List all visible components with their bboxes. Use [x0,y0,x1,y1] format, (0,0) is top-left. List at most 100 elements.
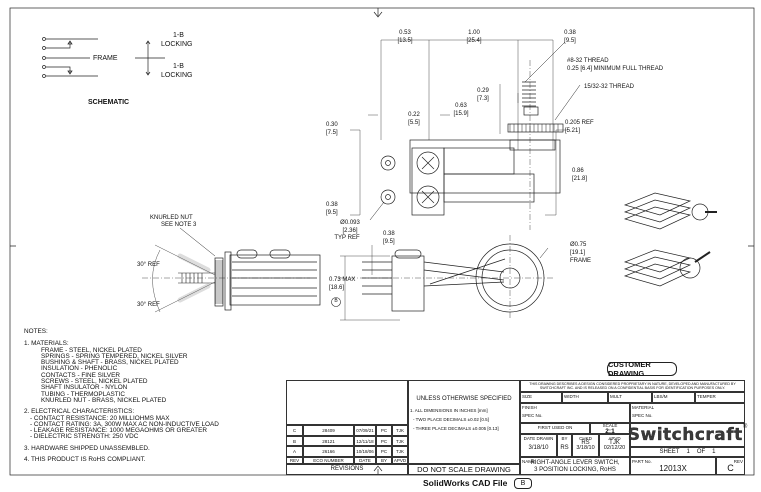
solidworks-cad-file-label: SolidWorks CAD File [423,478,508,488]
eco-header: ECO NUMBER [303,457,354,464]
electrical-item: - DIELECTRIC STRENGTH: 250 VDC [30,433,139,441]
tolerance-line: - THREE PLACE DECIMALS ±0.005 [0.13] [413,426,499,431]
date-drawn-label: DATE DRAWN [523,436,554,441]
electrical-item: - LEAKAGE RESISTANCE: 1000 MEGAOHMS OR G… [30,427,207,435]
tolerance-line: 1. ALL DIMENSIONS IN INCHES [mm] [410,408,488,413]
eco-cell: 28121 [303,436,354,446]
rev-cell: A [286,446,303,457]
isometric-views [623,192,717,287]
center-mark-top [373,8,383,18]
tolerance-block: UNLESS OTHERWISE SPECIFIED 1. ALL DIMENS… [408,380,520,464]
front-view-drawing [331,235,555,321]
by-cell: PC [376,436,392,446]
dim-frame-label: FRAME [570,258,591,264]
part-number-label: PART No. [632,459,652,464]
angle-ref-top: 30° REF [137,262,160,268]
sheet-total: 1 [712,448,716,455]
tolerance-line: - TWO PLACE DECIMALS ±0.02 [0.5] [413,417,489,422]
date-header: DATE [354,457,376,464]
schematic-symbol [42,37,165,78]
material-item: BUSHING & SHAFT - BRASS, NICKEL PLATED [41,359,179,367]
material-item: KNURLED NUT - BRASS, NICKEL PLATED [41,396,167,404]
note-4: 4. THIS PRODUCT IS RoHS COMPLIANT. [24,456,146,464]
dim-029-mm: [7.3] [477,96,489,102]
material-item: SCREWS - STEEL, NICKEL PLATED [41,378,148,386]
apvd-cell: TJK [392,446,408,457]
apvd-cell: TJK [392,436,408,446]
tolerance-title: UNLESS OTHERWISE SPECIFIED [416,396,512,402]
notes-title: NOTES: [24,328,48,335]
size-field: SIZE [520,392,562,403]
sheet-number: 1 [686,448,690,455]
temper-field: TEMPER [695,392,745,403]
apvd-header: APVD [392,457,408,464]
revision-marker: B [334,298,338,304]
eco-cell: 28409 [303,425,354,436]
part-number-field: PART No.12013X [630,457,716,475]
finish-field: FINISH SPEC No. [520,403,630,423]
checked-date: 3/18/10 [576,445,595,451]
logo-text: Switchcraft [627,424,743,445]
material-spec-label: SPEC No. [632,413,653,418]
lbsm-field: LBS/M [652,392,695,403]
thread-callout-2: 15/32-32 THREAD [584,84,634,90]
schematic-title: SCHEMATIC [88,99,130,106]
dim-dia-093: Ø0.093 [340,220,360,226]
angle-ref-bottom: 30° REF [137,302,160,308]
part-name-line-1: RIGHT-ANGLE LEVER SWITCH, [530,460,620,466]
schematic-frame-label: FRAME [93,55,118,62]
name-label: NAME [522,459,536,464]
schematic-lock-top: 1-B [173,32,184,39]
material-item: INSULATION - PHENOLIC [41,365,118,373]
dim-038-side: 0.38 [326,202,338,208]
checked-by: RS [581,440,590,446]
mult-field: MULT [608,392,652,403]
dim-086: 0.86 [572,168,584,174]
schematic-lock-top-label: LOCKING [161,41,193,48]
dim-063-mm: [15.9] [453,111,469,117]
eco-cell: 26166 [303,446,354,457]
date-cell: 12/11/18 [354,436,376,446]
material-item: CONTACTS - FINE SILVER [41,371,120,379]
material-item: FRAME - STEEL, NICKEL PLATED [41,346,142,354]
schematic-lock-bottom: 1-B [173,63,184,70]
dim-038-top: 0.38 [564,30,576,36]
rev-value: C [727,463,734,473]
dim-typ-ref: TYP REF [334,235,360,241]
customer-drawing-badge: CUSTOMER DRAWING [607,360,677,378]
dim-100-mm: [25.4] [466,38,482,44]
dim-063: 0.63 [455,103,467,109]
approved-label: APVD [608,436,621,441]
by-header: BY [376,457,392,464]
dim-0205-mm: [5.21] [565,128,581,134]
sheet-label: SHEET [659,448,680,455]
cad-file-revision-badge[interactable]: B [514,478,532,489]
checked-label: CHKD [579,436,592,441]
side-view-drawing [142,227,321,313]
scale-label: SCALE [602,423,618,428]
dim-038-front: 0.38 [383,231,395,237]
finish-spec-label: SPEC No. [522,413,543,418]
finish-label: FINISH [522,405,537,410]
by-cell: PC [376,446,392,457]
dim-029: 0.29 [477,88,489,94]
date-cell: 10/18/06 [354,446,376,457]
material-label: MATERIAL [632,405,655,410]
by-cell: PC [376,425,392,436]
sheet-border [9,7,755,476]
first-used-field: FIRST USED ON [520,423,590,434]
thread-callout-1-length: 0.25 [6.4] MINIMUM FULL THREAD [567,66,664,72]
electrical-item: - CONTACT RATING: 3A, 300W MAX AC NON-IN… [30,420,219,428]
date-cell: 07/09/21 [354,425,376,436]
thread-callout-1: #8-32 THREAD [567,58,609,64]
part-name-line-2: 3 POSITION LOCKING, RoHS [534,466,616,473]
registered-mark: ® [742,424,748,430]
rev-cell: B [286,436,303,446]
